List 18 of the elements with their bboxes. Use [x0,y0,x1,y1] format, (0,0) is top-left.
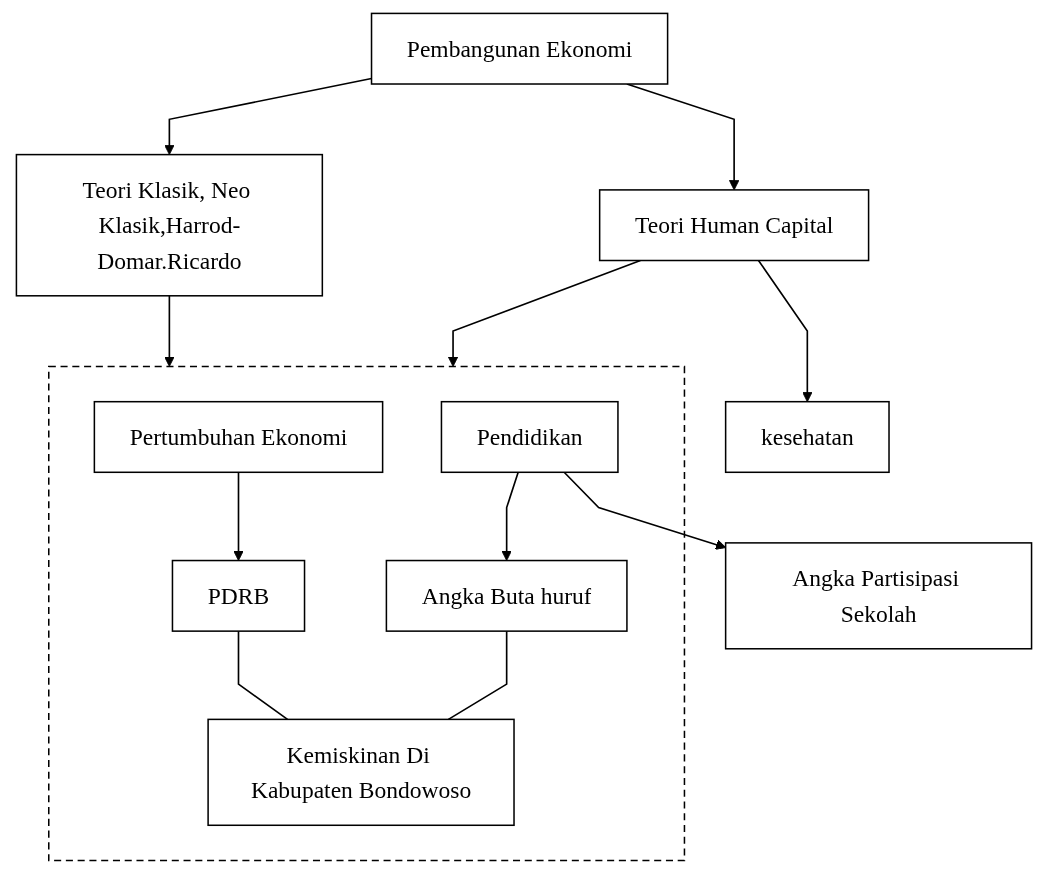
node-box: PDRB [171,559,306,632]
arrow [233,471,244,561]
arrow [757,259,813,403]
node-box: Pertumbuhan Ekonomi [93,400,384,474]
arrow [447,259,642,367]
node-box: Pendidikan [440,400,619,474]
node-box: Angka Partisipasi Sekolah [724,542,1033,650]
connector [447,630,508,721]
node-box: Teori Klasik, Neo Klasik,Harrod-Domar.Ricardo [15,153,324,297]
cluster [48,365,686,862]
node-box: Angka Buta huruf [385,559,628,632]
node-box: Pembangunan Ekonomi [370,12,669,85]
node-box: Teori Human Capital [598,189,870,262]
node-box: kesehatan [724,400,890,474]
node-box: Kemiskinan Di Kabupaten Bondowoso [207,718,515,827]
arrow [164,294,175,367]
connector [237,630,289,721]
arrow [501,471,519,561]
